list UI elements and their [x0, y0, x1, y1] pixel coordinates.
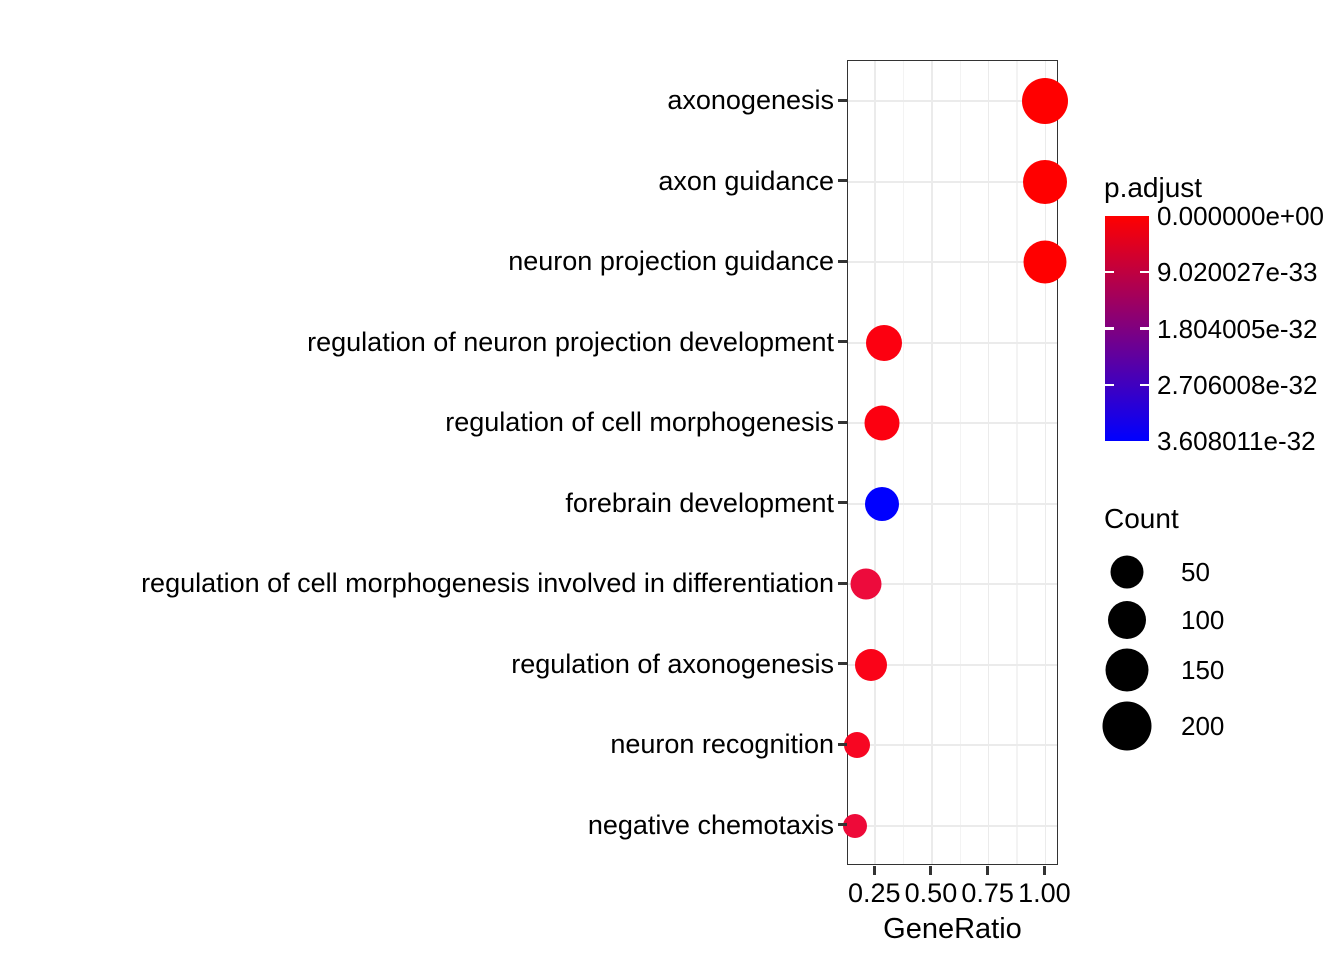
- x-axis-tick-label-3: 1.00: [1018, 878, 1071, 908]
- gridline-major-y-3: [848, 341, 1057, 344]
- gridline-major-y-0: [848, 100, 1057, 103]
- x-axis-tick-label-2: 0.75: [961, 878, 1014, 908]
- colorbar-tick-right-1: [1140, 271, 1149, 274]
- gridline-major-x-1: [931, 61, 933, 864]
- data-point[interactable]: [865, 486, 900, 521]
- count-legend-label-200: 200: [1181, 711, 1225, 741]
- gridline-major-y-9: [848, 824, 1057, 827]
- colorbar-tick-right-3: [1140, 383, 1149, 386]
- data-point[interactable]: [1023, 159, 1068, 204]
- data-point[interactable]: [850, 568, 882, 600]
- data-point[interactable]: [844, 732, 871, 759]
- data-point[interactable]: [864, 405, 900, 441]
- gridline-major-y-8: [848, 744, 1057, 747]
- y-axis-tick-label-4: regulation of cell morphogenesis: [445, 407, 834, 438]
- data-point[interactable]: [1022, 78, 1069, 125]
- x-axis-tick-0: [872, 866, 876, 875]
- y-axis-tick-6: [838, 581, 847, 585]
- y-axis-tick-4: [838, 420, 847, 424]
- y-axis-tick-2: [838, 259, 847, 263]
- colorbar-tick-left-1: [1105, 271, 1114, 274]
- y-axis-tick-9: [838, 823, 847, 827]
- colorbar-label-1: 9.020027e-33: [1157, 257, 1318, 288]
- gridline-major-y-2: [848, 261, 1057, 264]
- y-axis-tick-3: [838, 340, 847, 344]
- data-point[interactable]: [866, 324, 903, 361]
- y-axis-tick-8: [838, 742, 847, 746]
- legend-padjust-title: p.adjust: [1104, 172, 1203, 203]
- gridline-major-y-7: [848, 663, 1057, 666]
- gridline-major-x-0: [874, 61, 877, 864]
- gridline-major-y-5: [848, 502, 1057, 505]
- x-axis-tick-2: [986, 866, 990, 875]
- gridline-major-x-2: [987, 61, 990, 864]
- y-axis-tick-label-1: axon guidance: [658, 165, 834, 196]
- x-axis-tick-label-0: 0.25: [847, 878, 901, 908]
- y-axis-tick-label-7: regulation of axonogenesis: [511, 648, 834, 679]
- padjust-colorbar: [1105, 216, 1149, 441]
- count-legend-key-100: [1108, 601, 1146, 639]
- y-axis-tick-label-8: neuron recognition: [610, 729, 834, 760]
- y-axis-tick-label-2: neuron projection guidance: [508, 246, 834, 277]
- y-axis-tick-label-3: regulation of neuron projection developm…: [307, 326, 834, 357]
- count-legend-label-150: 150: [1181, 655, 1225, 685]
- y-axis-tick-7: [838, 662, 847, 666]
- y-axis-tick-5: [838, 501, 847, 505]
- x-axis-tick-3: [1042, 866, 1046, 875]
- y-axis-tick-label-9: negative chemotaxis: [587, 809, 834, 840]
- count-legend-label-100: 100: [1181, 605, 1225, 635]
- y-axis-tick-label-5: forebrain development: [565, 487, 834, 518]
- data-point[interactable]: [854, 648, 887, 681]
- gridline-major-y-6: [848, 583, 1057, 586]
- colorbar-label-2: 1.804005e-32: [1157, 313, 1318, 344]
- y-axis-tick-label-6: regulation of cell morphogenesis involve…: [141, 568, 834, 599]
- data-point[interactable]: [1023, 240, 1067, 284]
- x-axis-title: GeneRatio: [883, 913, 1022, 945]
- x-axis-tick-1: [929, 866, 933, 875]
- gridline-major-x-3: [1044, 61, 1047, 864]
- count-legend-key-200: [1102, 701, 1152, 751]
- colorbar-label-4: 3.608011e-32: [1157, 426, 1316, 456]
- count-legend-key-50: [1110, 555, 1144, 589]
- gridline-minor-x-2: [959, 61, 961, 864]
- colorbar-tick-right-2: [1140, 327, 1149, 330]
- plot-panel: [842, 60, 1069, 865]
- colorbar-tick-left-3: [1105, 383, 1114, 386]
- y-axis-tick-label-0: axonogenesis: [667, 85, 834, 116]
- gridline-minor-x-3: [1016, 61, 1018, 864]
- colorbar-label-0: 0.000000e+00: [1157, 201, 1325, 231]
- colorbar-tick-left-2: [1105, 327, 1114, 330]
- gridline-minor-x-1: [903, 61, 905, 864]
- count-legend-key-150: [1105, 648, 1149, 692]
- legend-count-title: Count: [1104, 503, 1179, 534]
- colorbar-label-3: 2.706008e-32: [1157, 369, 1318, 400]
- gridline-major-y-1: [848, 180, 1057, 183]
- y-axis-tick-1: [838, 179, 847, 183]
- y-axis-tick-0: [838, 98, 847, 102]
- x-axis-tick-label-1: 0.50: [904, 878, 958, 908]
- gridline-major-y-4: [848, 422, 1057, 425]
- count-legend-label-50: 50: [1181, 557, 1210, 587]
